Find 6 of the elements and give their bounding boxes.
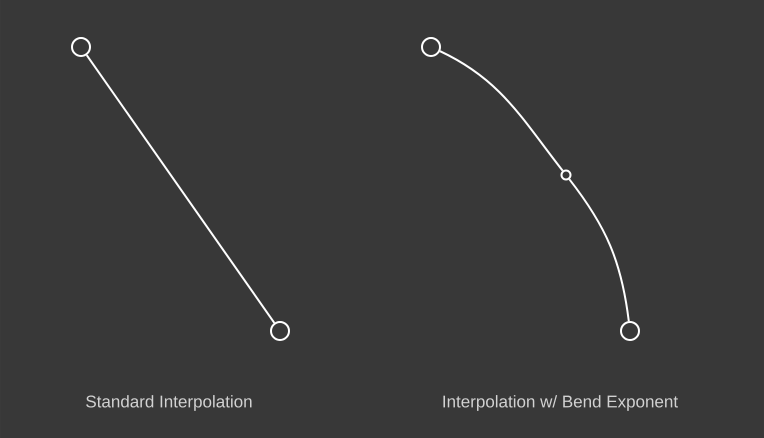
- handle-circle: [560, 170, 572, 180]
- caption: Standard Interpolation: [86, 395, 252, 411]
- curve-line: [568, 178, 630, 322]
- caption: Interpolation w/ Bend Exponent: [443, 395, 678, 411]
- curve-line: [440, 50, 564, 172]
- curve-line: [86, 54, 276, 324]
